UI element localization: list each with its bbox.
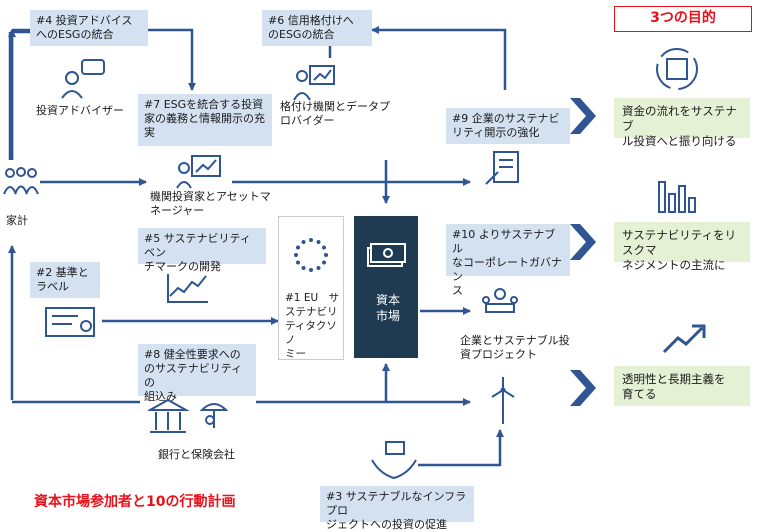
rating-agency-label: 格付け機関とデータプ ロバイダー bbox=[280, 100, 390, 127]
household-icon bbox=[3, 167, 39, 195]
main-title: 資本市場参加者と10の行動計画 bbox=[34, 494, 236, 510]
bar-chart-icon bbox=[658, 181, 696, 213]
meeting-icon bbox=[482, 288, 518, 313]
market-label: 資本 市場 bbox=[375, 293, 400, 323]
advisor-label: 投資アドバイザー bbox=[36, 104, 124, 117]
certificate-icon bbox=[45, 307, 95, 337]
action-9-box: #9 企業のサステナビ リティ開示の強化 bbox=[446, 108, 570, 144]
growth-arrow-icon bbox=[662, 324, 706, 354]
capital-market-panel: 資本 市場 bbox=[354, 216, 418, 358]
goal-2: サステナビリティをリスクマ ネジメントの主流に bbox=[614, 222, 750, 272]
disclosure-document-icon bbox=[485, 151, 519, 185]
top-left-line bbox=[10, 30, 32, 160]
wind-turbine-icon bbox=[491, 377, 515, 424]
action-4-box: #4 投資アドバイス へのESGの統合 bbox=[30, 10, 148, 46]
projects-label: 企業とサステナブル投 資プロジェクト bbox=[460, 334, 570, 361]
bank-insurance-label: 銀行と保険会社 bbox=[158, 448, 235, 461]
rating-agency-icon bbox=[293, 65, 335, 101]
benchmark-chart-icon bbox=[167, 274, 208, 303]
money-icon bbox=[367, 243, 406, 267]
action-6-box: #6 信用格付けへ のESGの統合 bbox=[262, 10, 372, 46]
advisor-icon bbox=[61, 59, 105, 99]
action-3-box: #3 サステナブルなインフラプロ ジェクトへの投資の促進 bbox=[320, 486, 474, 531]
esg-cycle-icon bbox=[656, 48, 698, 90]
action-2-box: #2 基準と ラベル bbox=[30, 262, 100, 298]
action-10-box: #10 よりサステナブル なコーポレートガバナン ス bbox=[446, 224, 570, 297]
institutional-investor-icon bbox=[176, 155, 221, 189]
goal-1: 資金の流れをサステナブ ル投資へと振り向ける bbox=[614, 98, 750, 148]
action-7-box: #7 ESGを統合する投資 家の義務と情報開示の充 実 bbox=[138, 94, 272, 146]
goals-title: 3つの目的 bbox=[614, 6, 752, 32]
taxonomy-label: #1 EU サ ステナビリ ティタクソノ ミー bbox=[285, 292, 340, 360]
eu-stars-icon bbox=[294, 238, 328, 272]
household-label: 家計 bbox=[6, 214, 28, 227]
investment-hands-icon bbox=[371, 441, 417, 480]
institutional-investor-label: 機関投資家とアセットマ ネージャー bbox=[150, 190, 271, 217]
goal-3: 透明性と長期主義を 育てる bbox=[614, 366, 750, 406]
action-8-box: #8 健全性要求への のサステナビリティの 組込み bbox=[138, 344, 256, 403]
action-5-box: #5 サステナビリティベン チマークの開発 bbox=[138, 228, 266, 273]
bank-insurance-icon bbox=[148, 398, 229, 433]
eu-taxonomy-panel: #1 EU サ ステナビリ ティタクソノ ミー bbox=[278, 216, 344, 360]
